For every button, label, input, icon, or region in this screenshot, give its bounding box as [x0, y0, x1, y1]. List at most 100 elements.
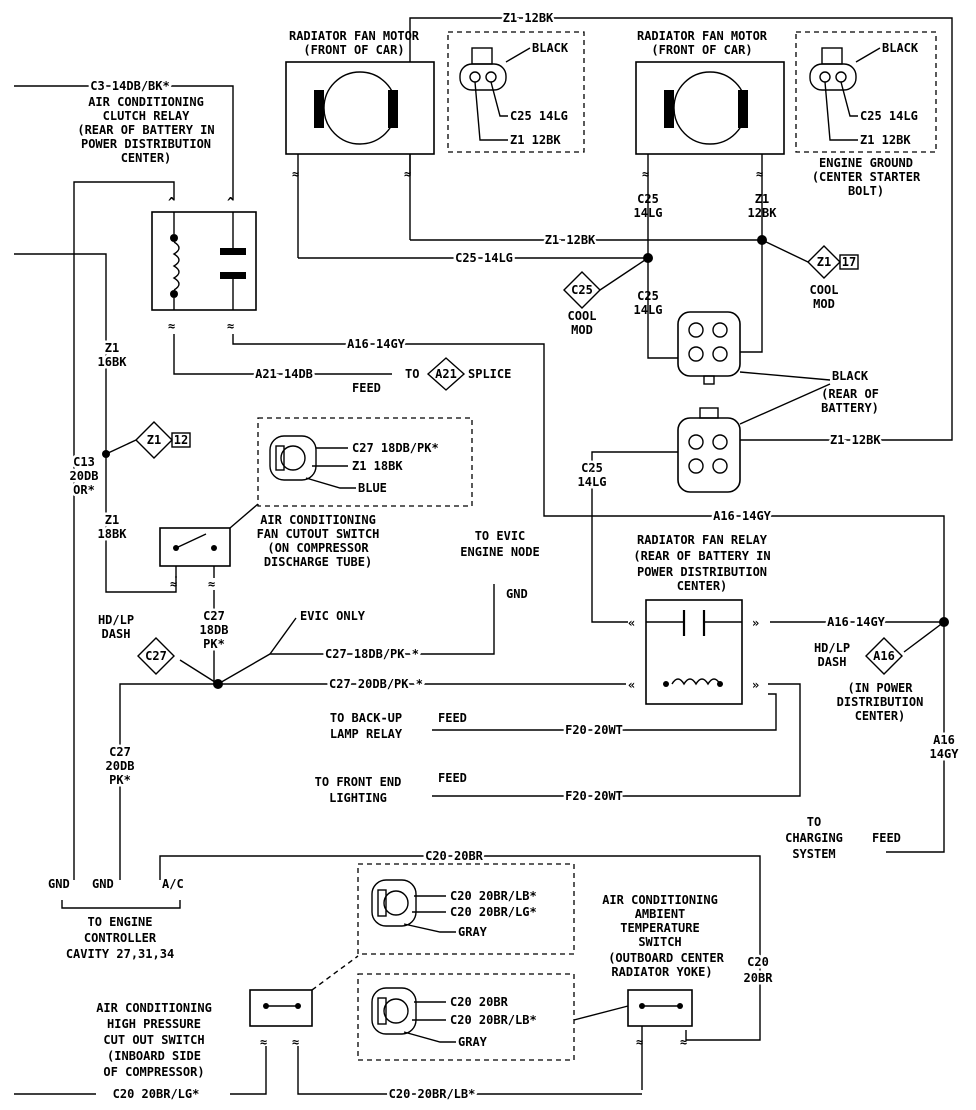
svg-text:TO ENGINE: TO ENGINE	[87, 915, 152, 929]
svg-text:POWER DISTRIBUTION: POWER DISTRIBUTION	[637, 565, 767, 579]
svg-text:(REAR OF BATTERY IN: (REAR OF BATTERY IN	[633, 549, 770, 563]
svg-text:LAMP RELAY: LAMP RELAY	[330, 727, 403, 741]
svg-text:AIR CONDITIONING: AIR CONDITIONING	[88, 95, 204, 109]
svg-text:Z1 12BK: Z1 12BK	[830, 433, 881, 447]
wire-c27: C27 18DB PK* EVIC ONLY C27 18DB/PK * GND…	[98, 529, 626, 880]
svg-text:«: «	[628, 616, 635, 630]
svg-text:A16: A16	[873, 649, 895, 663]
radiator-fan-motor-2: RADIATOR FAN MOTOR (FRONT OF CAR) ≈ ≈	[635, 29, 785, 260]
svg-text:FEED: FEED	[438, 711, 467, 725]
svg-text:20DB: 20DB	[70, 469, 99, 483]
svg-text:DASH: DASH	[818, 655, 847, 669]
svg-text:AIR CONDITIONING: AIR CONDITIONING	[602, 893, 718, 907]
svg-text:12: 12	[174, 433, 188, 447]
svg-text:HD/LP: HD/LP	[814, 641, 850, 655]
svg-text:SYSTEM: SYSTEM	[792, 847, 835, 861]
svg-text:BOLT): BOLT)	[848, 184, 884, 198]
svg-text:F20 20WT: F20 20WT	[565, 723, 623, 737]
svg-text:»: »	[752, 616, 759, 630]
wire-label-z1-top: Z1 12BK	[503, 11, 554, 25]
svg-text:C20 20BR/LG*: C20 20BR/LG*	[450, 905, 537, 919]
svg-text:14LG: 14LG	[634, 303, 663, 317]
svg-text:^: ^	[168, 195, 175, 209]
black-connector-upper	[677, 311, 741, 385]
svg-text:LIGHTING: LIGHTING	[329, 791, 387, 805]
svg-text:A16: A16	[933, 733, 955, 747]
svg-text:^: ^	[227, 195, 234, 209]
svg-text:TO: TO	[807, 815, 821, 829]
svg-text:C13: C13	[73, 455, 95, 469]
ac-clutch-relay: AIR CONDITIONING CLUTCH RELAY (REAR OF B…	[77, 95, 257, 333]
svg-text:TO EVIC: TO EVIC	[475, 529, 526, 543]
svg-text:CENTER): CENTER)	[121, 151, 172, 165]
svg-text:«: «	[628, 678, 635, 692]
svg-text:C20 20BR/LG*: C20 20BR/LG*	[113, 1087, 200, 1101]
svg-text:Z1 18BK: Z1 18BK	[352, 459, 403, 473]
svg-text:COOL: COOL	[810, 283, 839, 297]
svg-text:AIR CONDITIONING: AIR CONDITIONING	[260, 513, 376, 527]
svg-text:HD/LP: HD/LP	[98, 613, 134, 627]
wire-z1-12bk-mid: Z1 12BK Z1 17 COOL MOD	[410, 231, 859, 353]
wire-z1-12bk-right: Z1 12BK	[740, 431, 892, 450]
svg-text:C20 20BR/LB*: C20 20BR/LB*	[450, 889, 537, 903]
wire-z1-16bk: Z1 16BK Z1 18BK Z1 12	[14, 253, 191, 593]
svg-text:18DB: 18DB	[200, 623, 229, 637]
fan-motor-1-connector: BLACK C25 14LG Z1 12BK	[447, 31, 585, 153]
svg-text:AMBIENT: AMBIENT	[635, 907, 686, 921]
connector-2-c25: C25 14LG	[860, 109, 918, 123]
svg-text:18BK: 18BK	[98, 527, 128, 541]
svg-text:Z1: Z1	[105, 513, 119, 527]
connector-2-black: BLACK	[882, 41, 919, 55]
svg-text:FEED: FEED	[352, 381, 381, 395]
wire-c25-to-fan-relay: C25 14LG	[575, 451, 678, 623]
fan-motor-1-title: RADIATOR FAN MOTOR	[289, 29, 420, 43]
svg-text:≈: ≈	[642, 167, 649, 181]
svg-text:C20 20BR: C20 20BR	[450, 995, 509, 1009]
svg-text:POWER DISTRIBUTION: POWER DISTRIBUTION	[81, 137, 211, 151]
wire-a16-14gy-right: A16 14GY A16 HD/LP DASH (IN POWER DISTRI…	[770, 613, 962, 861]
svg-text:MOD: MOD	[571, 323, 593, 337]
svg-text:SPLICE: SPLICE	[468, 367, 511, 381]
svg-text:A16 14GY: A16 14GY	[347, 337, 406, 351]
svg-text:C25: C25	[571, 283, 593, 297]
svg-text:OF COMPRESSOR): OF COMPRESSOR)	[103, 1065, 204, 1079]
svg-text:OR*: OR*	[73, 483, 95, 497]
ac-ambient-temp-switch: AIR CONDITIONING AMBIENT TEMPERATURE SWI…	[573, 893, 725, 1090]
svg-text:Z1: Z1	[105, 341, 119, 355]
black-rear-of-battery-label: BLACK (REAR OF BATTERY)	[739, 369, 879, 425]
svg-text:Z1: Z1	[147, 433, 161, 447]
ac-high-pressure-connector: C20 20BR/LB* C20 20BR/LG* GRAY	[357, 863, 575, 955]
svg-text:A16 14GY: A16 14GY	[827, 615, 886, 629]
connector-1-c25: C25 14LG	[510, 109, 568, 123]
svg-text:17: 17	[842, 255, 856, 269]
svg-text:(ON COMPRESSOR: (ON COMPRESSOR	[267, 541, 369, 555]
engine-controller: GND GND A/C TO ENGINE CONTROLLER CAVITY …	[48, 877, 184, 961]
svg-text:DISTRIBUTION: DISTRIBUTION	[837, 695, 924, 709]
svg-text:20BR: 20BR	[744, 971, 774, 985]
wire-c13-left: C13 20DB OR*	[67, 181, 175, 880]
svg-text:TO BACK-UP: TO BACK-UP	[330, 711, 402, 725]
svg-text:(CENTER STARTER: (CENTER STARTER	[812, 170, 921, 184]
svg-text:CUT OUT SWITCH: CUT OUT SWITCH	[103, 1033, 204, 1047]
svg-text:C25: C25	[637, 192, 659, 206]
svg-text:≈: ≈	[227, 319, 234, 333]
svg-text:C27 18DB/PK*: C27 18DB/PK*	[352, 441, 439, 455]
svg-text:A16 14GY: A16 14GY	[713, 509, 772, 523]
svg-text:C25: C25	[581, 461, 603, 475]
ac-fan-cutout-switch: ≈ ≈ AIR CONDITIONING FAN CUTOUT SWITCH (…	[159, 503, 379, 591]
svg-text:A21 14DB: A21 14DB	[255, 367, 313, 381]
engine-ground-label: ENGINE GROUND (CENTER STARTER BOLT)	[812, 156, 921, 198]
svg-text:A/C: A/C	[162, 877, 184, 891]
svg-text:14GY: 14GY	[930, 747, 960, 761]
svg-text:≈: ≈	[680, 1035, 687, 1049]
svg-text:12BK: 12BK	[748, 206, 778, 220]
svg-text:C27 18DB/PK *: C27 18DB/PK *	[325, 647, 419, 661]
wire-c20-20br: C20 20BR C20 20BR	[159, 847, 776, 1041]
svg-text:(IN POWER: (IN POWER	[847, 681, 913, 695]
svg-text:BLACK: BLACK	[832, 369, 869, 383]
svg-text:BLUE: BLUE	[358, 481, 387, 495]
svg-text:Z1 12BK: Z1 12BK	[545, 233, 596, 247]
svg-text:»: »	[752, 678, 759, 692]
svg-text:A21: A21	[435, 367, 457, 381]
